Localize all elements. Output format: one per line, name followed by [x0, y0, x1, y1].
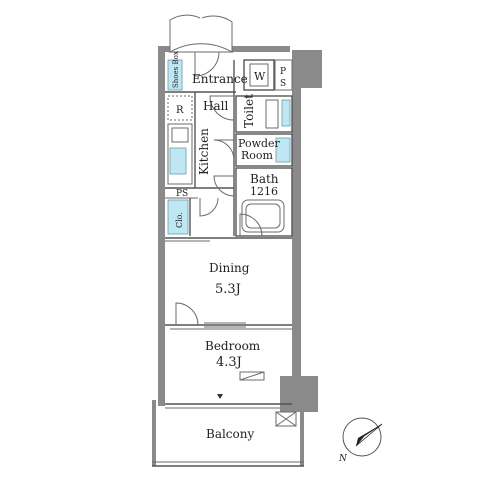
bedroom-label: Bedroom	[205, 339, 261, 353]
fixture-labels: Shoes Box W R P S PS Clo.	[172, 51, 286, 228]
closet-storage	[167, 199, 189, 235]
compass-ring	[342, 417, 382, 457]
balcony-label: Balcony	[206, 427, 254, 441]
compass-north-label: N	[338, 454, 348, 464]
bathtub	[241, 199, 285, 233]
powder-basin	[275, 137, 291, 163]
kitchen-label: Kitchen	[197, 128, 211, 175]
entrance-door	[168, 14, 234, 53]
dining-size-label: 5.3J	[215, 282, 241, 297]
air-conditioner	[239, 371, 265, 381]
room-labels: Entrance Hall Kitchen Toilet Powder Room…	[192, 72, 281, 441]
ps-top-p-label: P	[280, 67, 286, 77]
shoes-box-label: Shoes Box	[172, 51, 180, 88]
hall-label: Hall	[203, 99, 228, 113]
toilet-label: Toilet	[242, 94, 256, 128]
kitchen-sink	[169, 147, 187, 175]
exterior-walls	[152, 46, 322, 466]
bath-size-label: 1216	[250, 185, 278, 198]
closet-label: Clo.	[175, 212, 184, 228]
compass: N	[338, 417, 383, 464]
bedroom-size-label: 4.3J	[216, 355, 242, 370]
shoe-box	[167, 59, 183, 91]
powder-room-label-1: Powder	[238, 137, 281, 150]
powder-room-label-2: Room	[241, 149, 274, 162]
interior-walls	[152, 59, 304, 467]
washer-label: W	[254, 70, 266, 83]
dining-label: Dining	[209, 261, 250, 275]
refrigerator-label: R	[176, 105, 184, 116]
ps-top-s-label: S	[280, 79, 286, 89]
ps-kitchen-label: PS	[176, 189, 188, 199]
entrance-label: Entrance	[192, 72, 248, 86]
fixtures	[167, 59, 297, 427]
bath-label: Bath	[250, 172, 279, 186]
refrigerator-space	[167, 95, 193, 121]
interior-doors	[175, 51, 263, 328]
